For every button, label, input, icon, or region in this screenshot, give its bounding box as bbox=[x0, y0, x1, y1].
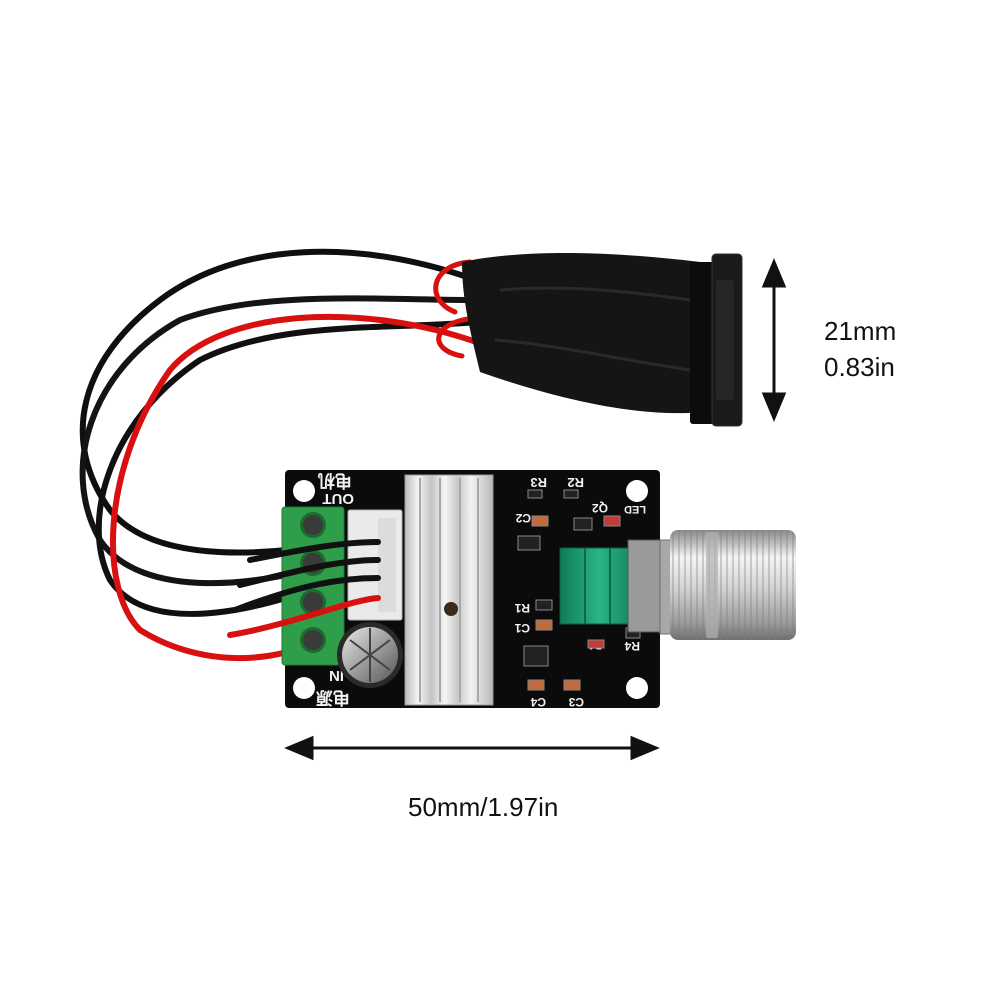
smd-c1 bbox=[535, 619, 553, 631]
silk-led: LED bbox=[624, 503, 646, 515]
smd-r3 bbox=[527, 489, 543, 499]
silk-in-cn: 电源 bbox=[316, 688, 350, 708]
mount-hole-br bbox=[626, 677, 648, 699]
width-label: 50mm/1.97in bbox=[408, 792, 559, 822]
smd-q2 bbox=[573, 517, 593, 531]
wire-black-3 bbox=[95, 319, 481, 617]
smd-r1 bbox=[535, 599, 553, 611]
smd-r2 bbox=[563, 489, 579, 499]
wire-black-2 bbox=[79, 295, 478, 587]
silk-r2: R2 bbox=[567, 475, 584, 490]
heat-shrink-sleeve bbox=[462, 253, 704, 414]
heatsink-screw bbox=[444, 602, 458, 616]
silk-c2: C2 bbox=[515, 511, 531, 525]
smd-d1 bbox=[587, 639, 605, 649]
rocker-switch bbox=[462, 253, 743, 427]
mount-hole-bl bbox=[293, 677, 315, 699]
mount-hole-tl bbox=[293, 480, 315, 502]
mount-hole-tr bbox=[626, 480, 648, 502]
electrolytic-capacitor bbox=[337, 622, 403, 688]
wire-red-loop bbox=[433, 259, 473, 315]
width-arrow bbox=[284, 735, 660, 761]
silk-out-cn: 电机 bbox=[318, 471, 352, 491]
potentiometer bbox=[559, 539, 663, 633]
smd-c2 bbox=[531, 515, 549, 527]
silk-out: OUT bbox=[322, 490, 354, 507]
silk-r1: R1 bbox=[514, 601, 530, 615]
smd-led bbox=[603, 515, 621, 527]
silk-q2: Q2 bbox=[592, 501, 608, 515]
height-in-label: 0.83in bbox=[824, 352, 895, 382]
height-mm-label: 21mm bbox=[824, 316, 897, 346]
wire-red bbox=[110, 313, 485, 661]
wire-ends bbox=[227, 539, 381, 638]
header-connector bbox=[347, 509, 403, 621]
heatsink bbox=[404, 474, 494, 706]
height-arrow bbox=[761, 258, 787, 422]
pcb-board: 电机 OUT IN 电源 R3 R2 C2 Q2 LED R1 C1 D1 R4… bbox=[281, 470, 663, 709]
smd-ic bbox=[517, 535, 541, 551]
wire-black-1 bbox=[79, 248, 473, 556]
silk-r4: R4 bbox=[624, 639, 640, 653]
silk-c3: C3 bbox=[568, 695, 584, 709]
silk-r3: R3 bbox=[530, 475, 547, 490]
knob bbox=[659, 530, 796, 640]
smd-c3 bbox=[563, 679, 581, 691]
silk-in: IN bbox=[329, 667, 344, 684]
silk-c1: C1 bbox=[514, 621, 530, 635]
smd-c4 bbox=[527, 679, 545, 691]
wire-harness bbox=[79, 248, 485, 661]
smd-mosfet bbox=[523, 645, 549, 667]
wire-red-loop-2 bbox=[436, 315, 479, 359]
silk-c4: C4 bbox=[530, 695, 546, 709]
